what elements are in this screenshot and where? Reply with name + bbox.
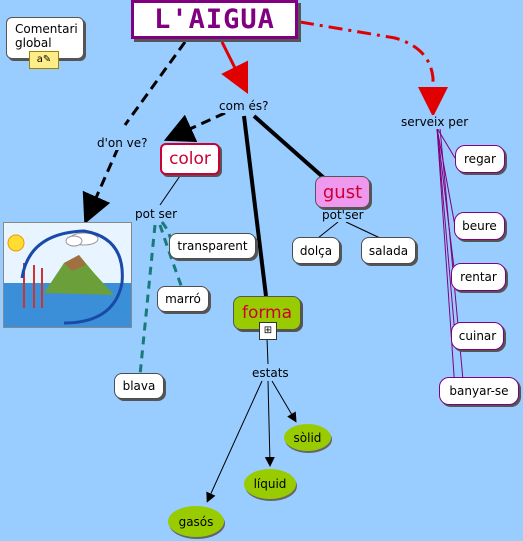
submap-icon[interactable]: ⊞	[259, 322, 277, 340]
map-title[interactable]: L'AIGUA	[131, 0, 298, 39]
concept-gust[interactable]: gust	[315, 176, 370, 208]
link-estats: estats	[250, 366, 291, 380]
link-pot-ser-color: pot ser	[133, 207, 180, 221]
concept-rentar[interactable]: rentar	[451, 263, 506, 291]
link-pot-ser-gust: pot'ser	[320, 208, 366, 222]
concept-beure[interactable]: beure	[454, 212, 505, 240]
concept-banyar-se[interactable]: banyar-se	[439, 377, 519, 405]
concept-liquid[interactable]: líquid	[244, 469, 296, 499]
comment-line2: global	[15, 36, 52, 50]
concept-dolca[interactable]: dolça	[292, 237, 340, 264]
concept-transparent[interactable]: transparent	[169, 233, 256, 259]
concept-solid[interactable]: sòlid	[284, 424, 331, 451]
concept-cuinar[interactable]: cuinar	[451, 322, 504, 350]
water-cycle-image	[3, 222, 132, 328]
link-com-es: com és?	[217, 99, 271, 113]
concept-salada[interactable]: salada	[361, 237, 416, 264]
comment-line1: Comentari	[15, 22, 78, 36]
link-serveix-per: serveix per	[399, 115, 471, 129]
concept-gasos[interactable]: gasós	[168, 506, 224, 537]
note-icon[interactable]: a✎	[29, 51, 59, 69]
concept-color[interactable]: color	[160, 143, 220, 175]
concept-marro[interactable]: marró	[157, 286, 209, 312]
concept-blava[interactable]: blava	[114, 373, 164, 399]
concept-regar[interactable]: regar	[455, 145, 505, 173]
link-don-ve: d'on ve?	[95, 136, 150, 150]
